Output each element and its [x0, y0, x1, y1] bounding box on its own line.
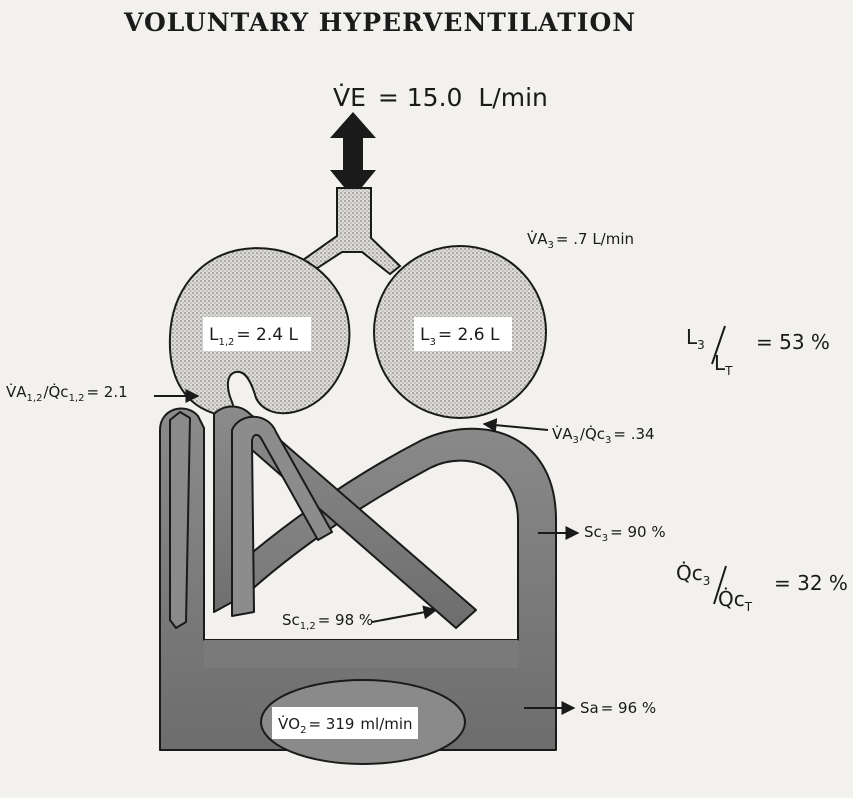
ventilation-label: V̇E = 15.0 L/min — [333, 83, 548, 112]
lower-bridge — [204, 640, 518, 668]
perfusion-ratio-value: = 32 % — [774, 571, 848, 595]
lung-ratio-denominator: LT — [714, 351, 733, 378]
diagram-title: VOLUNTARY HYPERVENTILATION — [123, 8, 636, 37]
va3-label: V̇A3= .7 L/min — [527, 229, 634, 251]
va-qc-3-arrow — [484, 424, 548, 430]
airflow-double-arrow — [330, 112, 376, 198]
loop-vessel — [232, 417, 332, 616]
sc12-label: Sc1,2= 98 % — [282, 611, 373, 632]
lung-ratio-numerator: L3 — [686, 325, 705, 352]
perfusion-ratio-denominator: Q̇cT — [718, 587, 753, 614]
sc12-arrow — [372, 610, 436, 622]
lung-ratio: L3 LT = 53 % — [686, 325, 830, 378]
va-qc-3-label: V̇A3/Q̇c3= .34 — [552, 424, 655, 446]
pulmonary-vessel-left — [170, 412, 190, 628]
sc3-label: Sc3= 90 % — [584, 523, 666, 544]
lung-ratio-value: = 53 % — [756, 330, 830, 354]
va-qc-12-label: V̇A1,2/Q̇c1,2= 2.1 — [6, 382, 128, 404]
perfusion-ratio-numerator: Q̇c3 — [676, 561, 710, 588]
sa-label: Sa= 96 % — [580, 699, 656, 717]
perfusion-ratio: Q̇c3 Q̇cT = 32 % — [676, 561, 848, 614]
